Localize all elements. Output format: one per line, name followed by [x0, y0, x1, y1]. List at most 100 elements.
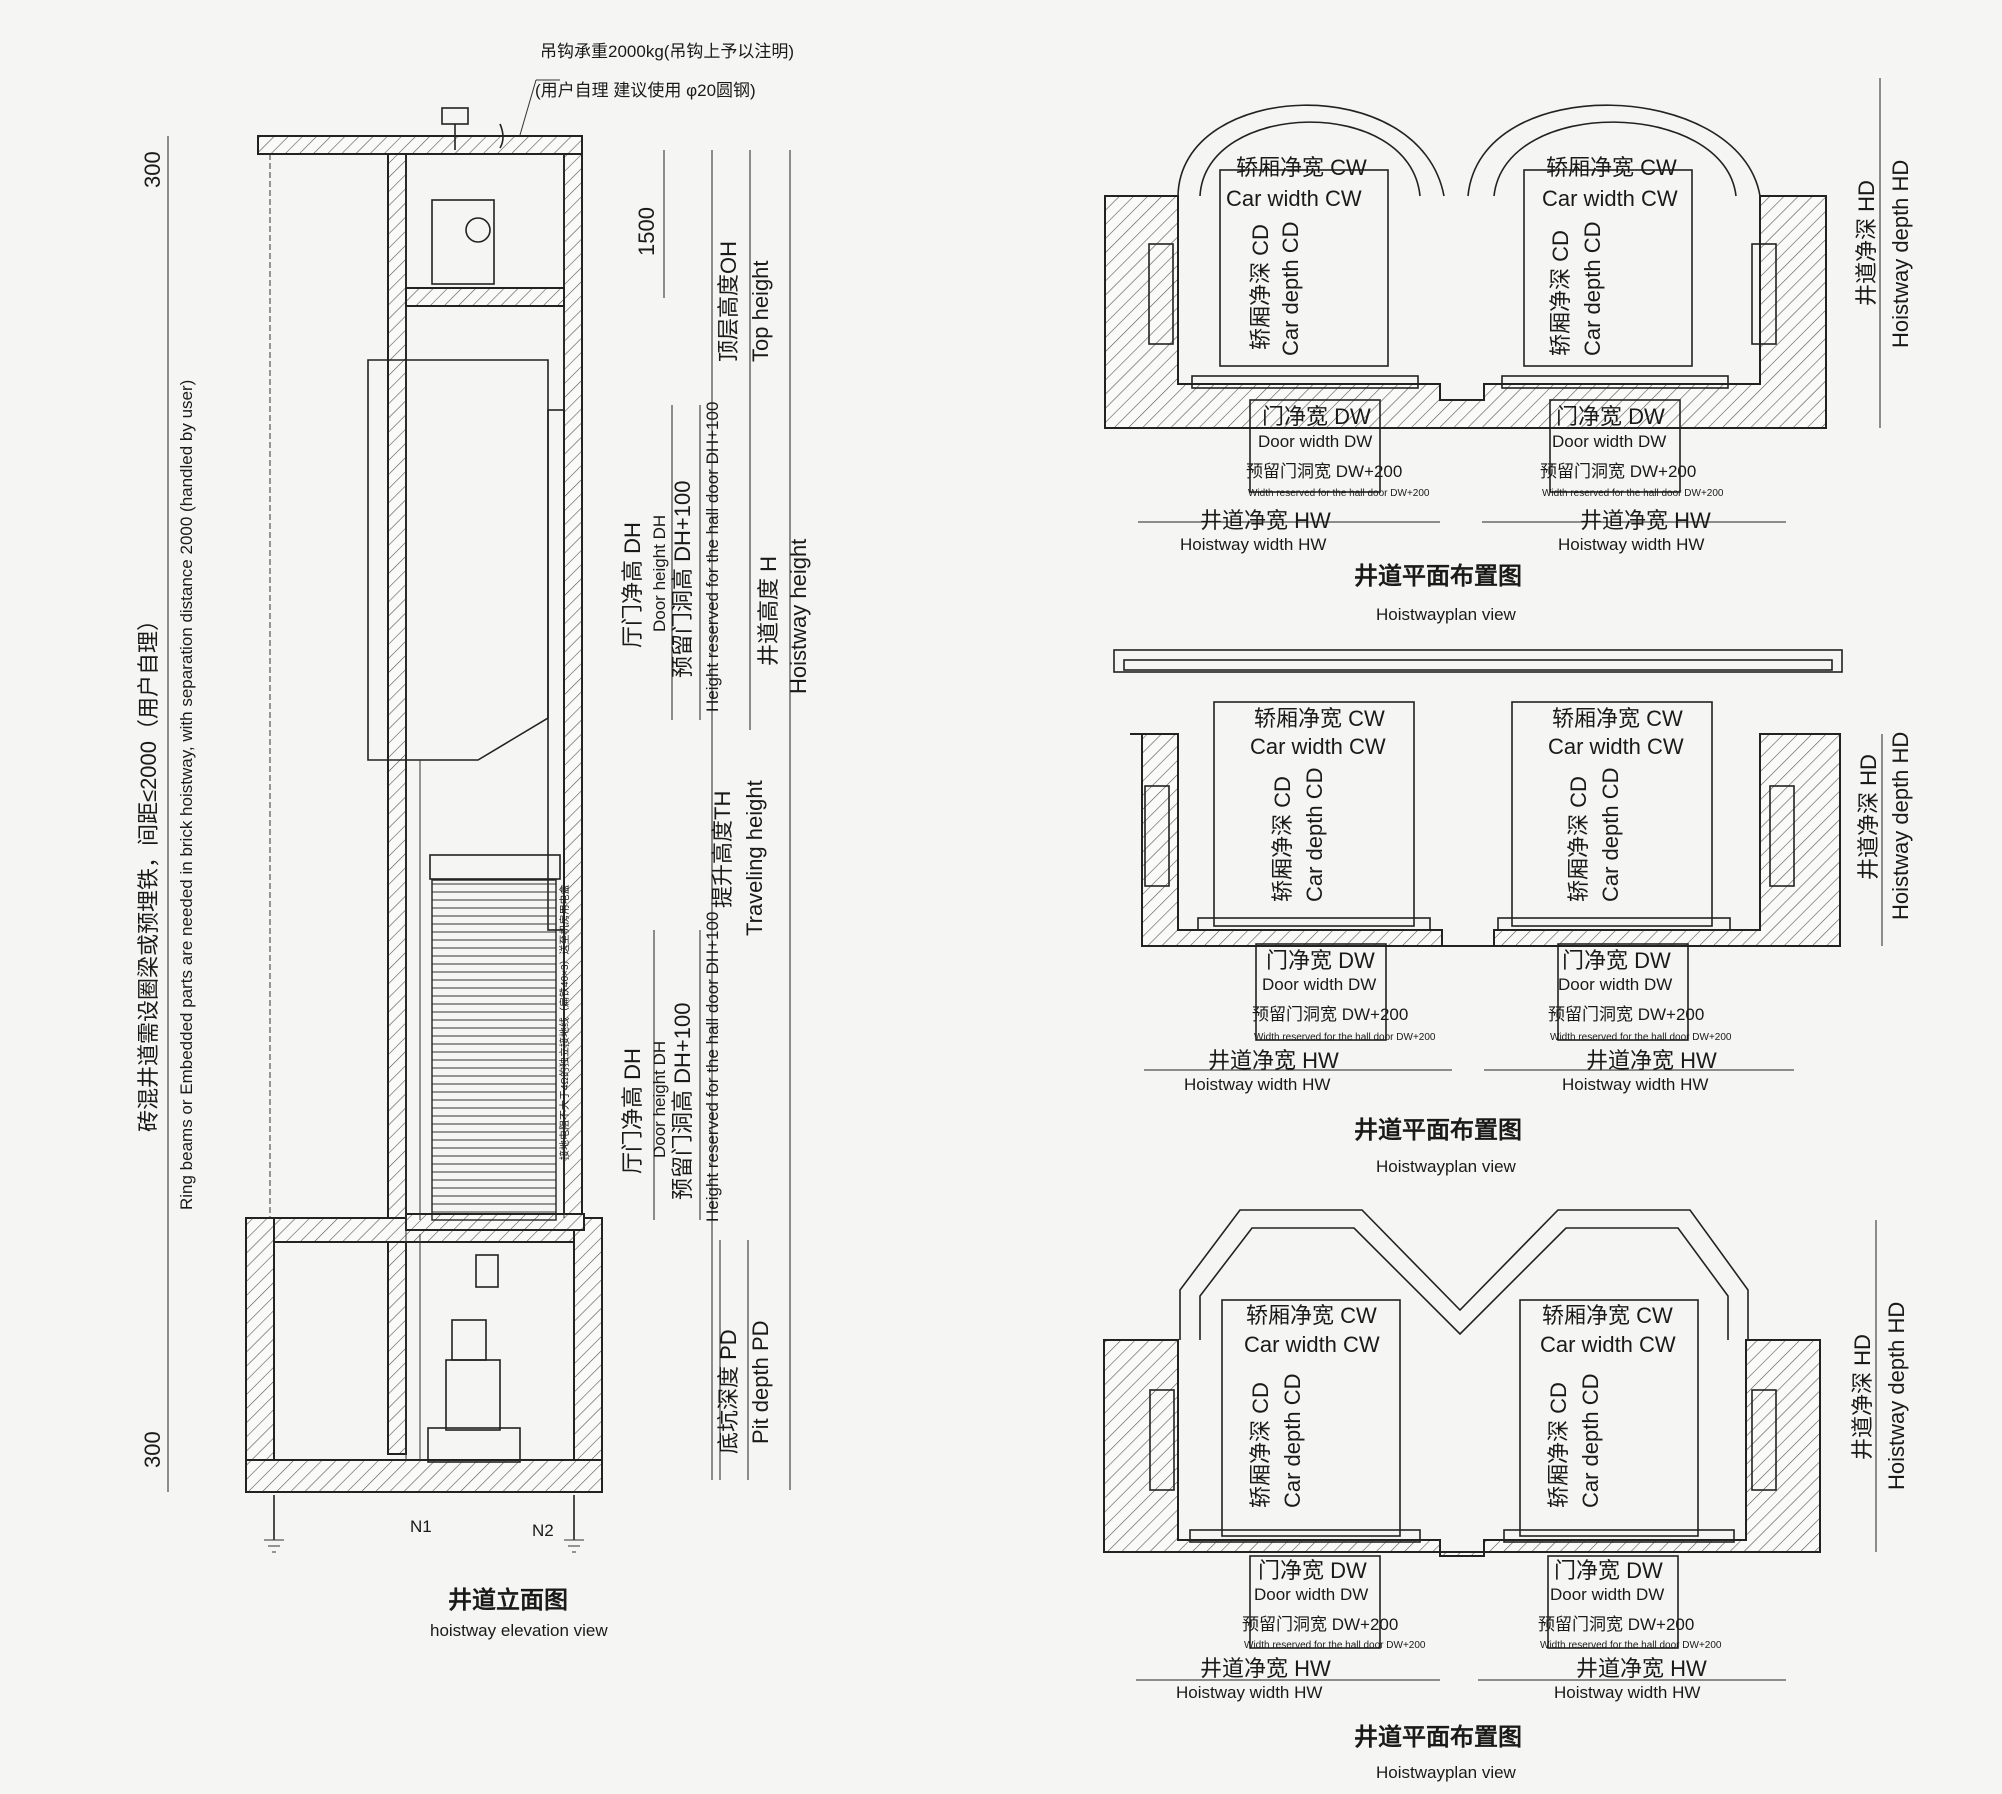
dh100-label-en-upper: Height reserved for the hall door DH+100	[703, 402, 722, 712]
plan3-cd-en-right: Car depth CD	[1578, 1373, 1603, 1508]
pit-floor-slab	[245, 1459, 603, 1493]
plan3-cw-en-left: Car width CW	[1244, 1332, 1380, 1357]
plan1-hw-cn-left: 井道净宽 HW	[1200, 508, 1331, 533]
oh-label-en: Top height	[748, 260, 773, 362]
plan1-walls	[1104, 195, 1827, 429]
plan1-dw-en-left: Door width DW	[1258, 432, 1372, 451]
plan3-dw-en-left: Door width DW	[1254, 1585, 1368, 1604]
th-label-en: Traveling height	[742, 780, 767, 936]
plan3-cw-cn-right: 轿厢净宽 CW	[1542, 1303, 1673, 1328]
pit-base	[427, 1427, 521, 1463]
plan3-cw-en-right: Car width CW	[1540, 1332, 1676, 1357]
plan1-title-en: Hoistwayplan view	[1376, 605, 1517, 624]
buffer-top	[475, 1254, 499, 1288]
sheave-icon	[465, 217, 491, 243]
plan2-dw200-cn-left: 预留门洞宽 DW+200	[1252, 1005, 1408, 1024]
hook-note-2: (用户自理 建议使用 φ20圆钢)	[535, 80, 756, 100]
plan1-dw200-en-left: Width reserved for the hall door DW+200	[1248, 488, 1430, 499]
plan1-cw-en-right: Car width CW	[1542, 186, 1678, 211]
plan2-hw-cn-left: 井道净宽 HW	[1208, 1048, 1339, 1073]
plan1-dw200-en-right: Width reserved for the hall door DW+200	[1542, 488, 1724, 499]
plan2-dw-en-left: Door width DW	[1262, 975, 1376, 994]
hook-beam	[441, 107, 469, 125]
plan2-title-cn: 井道平面布置图	[1354, 1116, 1522, 1144]
dh-label-en-upper: Door height DH	[650, 515, 669, 632]
dh-label-en-lower: Door height DH	[650, 1041, 669, 1158]
plan1-cw-cn-right: 轿厢净宽 CW	[1546, 155, 1677, 180]
plan2-hw-en-left: Hoistway width HW	[1184, 1075, 1330, 1094]
plan2-dw200-en-right: Width reserved for the hall door DW+200	[1550, 1032, 1732, 1043]
pd-label-en: Pit depth PD	[748, 1320, 773, 1444]
node-n1: N1	[410, 1517, 432, 1536]
plan-view-flat: 轿厢净宽 CW Car width CW 轿厢净宽 CW Car width C…	[1113, 649, 1913, 1176]
ground-icon-n2	[564, 1539, 584, 1553]
plan3-dw200-cn-left: 预留门洞宽 DW+200	[1242, 1615, 1398, 1634]
counterweight	[431, 879, 557, 1221]
plan3-roof-outer	[1179, 1209, 1749, 1340]
h-label-en: Hoistway height	[786, 539, 811, 694]
plan3-dw-cn-right: 门净宽 DW	[1554, 1558, 1663, 1583]
plan2-cw-en-right: Car width CW	[1548, 734, 1684, 759]
plan1-dw200-cn-right: 预留门洞宽 DW+200	[1540, 462, 1696, 481]
ground-icon-n1	[264, 1539, 284, 1553]
dim-1500: 1500	[634, 207, 659, 256]
elevator-car	[367, 359, 549, 761]
plan2-cd-cn-right: 轿厢净深 CD	[1566, 776, 1591, 902]
plan3-dw-cn-left: 门净宽 DW	[1258, 1558, 1367, 1583]
hook-note-1: 吊钩承重2000kg(吊钩上予以注明)	[540, 42, 794, 61]
plan1-hw-en-right: Hoistway width HW	[1558, 535, 1704, 554]
plan2-cd-en-right: Car depth CD	[1598, 767, 1623, 902]
plan1-cw-en-left: Car width CW	[1226, 186, 1362, 211]
plan3-cd-cn-right: 轿厢净深 CD	[1546, 1382, 1571, 1508]
plan1-dw-en-right: Door width DW	[1552, 432, 1666, 451]
dh100-label-cn-lower: 预留门洞高 DH+100	[670, 1003, 695, 1200]
pit-buffer-2	[445, 1359, 501, 1431]
elevation-view: 吊钩承重2000kg(吊钩上予以注明) (用户自理 建议使用 φ20圆钢) 30…	[136, 42, 811, 1640]
elevation-title-en: hoistway elevation view	[430, 1621, 608, 1640]
plan2-dw-cn-right: 门净宽 DW	[1562, 948, 1671, 973]
th-label-cn: 提升高度TH	[710, 791, 735, 908]
plan3-dw200-en-right: Width reserved for the hall door DW+200	[1540, 1640, 1722, 1651]
car-safety-block	[429, 854, 561, 880]
plan1-dw-cn-right: 门净宽 DW	[1556, 404, 1665, 429]
plan2-dw-en-right: Door width DW	[1558, 975, 1672, 994]
plan1-dw200-cn-left: 预留门洞宽 DW+200	[1246, 462, 1402, 481]
plan3-dw-en-right: Door width DW	[1550, 1585, 1664, 1604]
plan3-title-en: Hoistwayplan view	[1376, 1763, 1517, 1782]
plan3-hw-en-right: Hoistway width HW	[1554, 1683, 1700, 1702]
pit-buffer-1	[451, 1319, 487, 1361]
plan2-cd-cn-left: 轿厢净深 CD	[1270, 776, 1295, 902]
plan2-title-en: Hoistwayplan view	[1376, 1157, 1517, 1176]
plan2-hw-cn-right: 井道净宽 HW	[1586, 1048, 1717, 1073]
hook-icon	[454, 123, 504, 150]
ring-beam-note-cn: 砖混井道需设圈梁或预埋铁，间距≤2000（用户自理）	[136, 609, 161, 1132]
car-guide-rail	[547, 409, 565, 931]
plan3-dw200-en-left: Width reserved for the hall door DW+200	[1244, 1640, 1426, 1651]
plan-view-arched: 轿厢净宽 CW Car width CW 轿厢净宽 CW Car width C…	[1104, 78, 1913, 624]
plan-view-pitched: 轿厢净宽 CW Car width CW 轿厢净宽 CW Car width C…	[1103, 1209, 1909, 1782]
plan2-dw200-en-left: Width reserved for the hall door DW+200	[1254, 1032, 1436, 1043]
plan3-hw-cn-right: 井道净宽 HW	[1576, 1656, 1707, 1681]
plan2-cw-cn-right: 轿厢净宽 CW	[1552, 706, 1683, 731]
plan3-hd-en: Hoistway depth HD	[1884, 1302, 1909, 1490]
plan2-cw-en-left: Car width CW	[1250, 734, 1386, 759]
plan3-hd-cn: 井道净深 HD	[1850, 1334, 1875, 1460]
plan1-hw-en-left: Hoistway width HW	[1180, 535, 1326, 554]
plan2-dw200-cn-right: 预留门洞宽 DW+200	[1548, 1005, 1704, 1024]
grounding-note: 接地电阻不大于4Ω的独立接地线（扁铁40×3）送至机房用电盒	[558, 884, 571, 1160]
plan3-cd-cn-left: 轿厢净深 CD	[1248, 1382, 1273, 1508]
ring-beam-note-en: Ring beams or Embedded parts are needed …	[177, 380, 196, 1210]
pit-right-wall	[573, 1217, 603, 1481]
plan2-walls	[1130, 733, 1841, 947]
traction-machine	[431, 199, 495, 285]
dh-label-cn-upper: 厅门净高 DH	[620, 522, 645, 648]
plan1-cd-cn-left: 轿厢净深 CD	[1248, 224, 1273, 350]
dim-top-300: 300	[140, 151, 165, 188]
plan2-cw-cn-left: 轿厢净宽 CW	[1254, 706, 1385, 731]
plan1-hw-cn-right: 井道净宽 HW	[1580, 508, 1711, 533]
plan1-cd-cn-right: 轿厢净深 CD	[1548, 230, 1573, 356]
dh-label-cn-lower: 厅门净高 DH	[620, 1048, 645, 1174]
shaft-top-slab	[257, 135, 583, 155]
plan2-cd-en-left: Car depth CD	[1302, 767, 1327, 902]
oh-label-cn: 顶层高度OH	[716, 241, 741, 362]
